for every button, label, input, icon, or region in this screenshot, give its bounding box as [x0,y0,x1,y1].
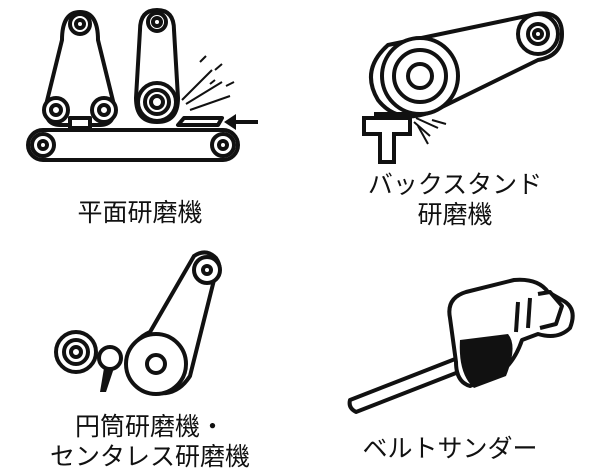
cylindrical-grinder-panel: 円筒研磨機・ センタレス研磨機 [0,236,300,473]
belt-sander-label: ベルトサンダー [362,434,538,463]
surface-grinder-label: 平面研磨機 [77,198,203,227]
arrow-left-icon [224,114,258,130]
cylindrical-grinder-label: 円筒研磨機・ センタレス研磨機 [49,412,250,471]
backstand-grinder-label: バックスタンド 研磨機 [367,170,543,229]
spark-icon [181,55,235,111]
belt-sander-panel: ベルトサンダー [300,236,601,473]
spark-icon [413,117,447,145]
belt-sander-illustration [347,277,575,414]
right-workpiece [176,116,224,127]
surface-grinder-panel: 平面研磨機 [0,0,300,236]
backstand-workholder [362,116,412,164]
centerless-blade [100,368,114,392]
cylindrical-grinder-illustration [54,250,222,396]
backstand-grinder-illustration [362,11,565,164]
belt-sander-handle [347,352,476,414]
centerless-workpiece [97,345,123,371]
surface-grinder-illustration [26,8,258,162]
backstand-workpiece [374,112,410,120]
backstand-grinder-panel: バックスタンド 研磨機 [300,0,601,236]
belt-sander-belt [459,334,513,388]
left-workpiece [68,116,92,130]
conveyor-belt [26,128,240,162]
